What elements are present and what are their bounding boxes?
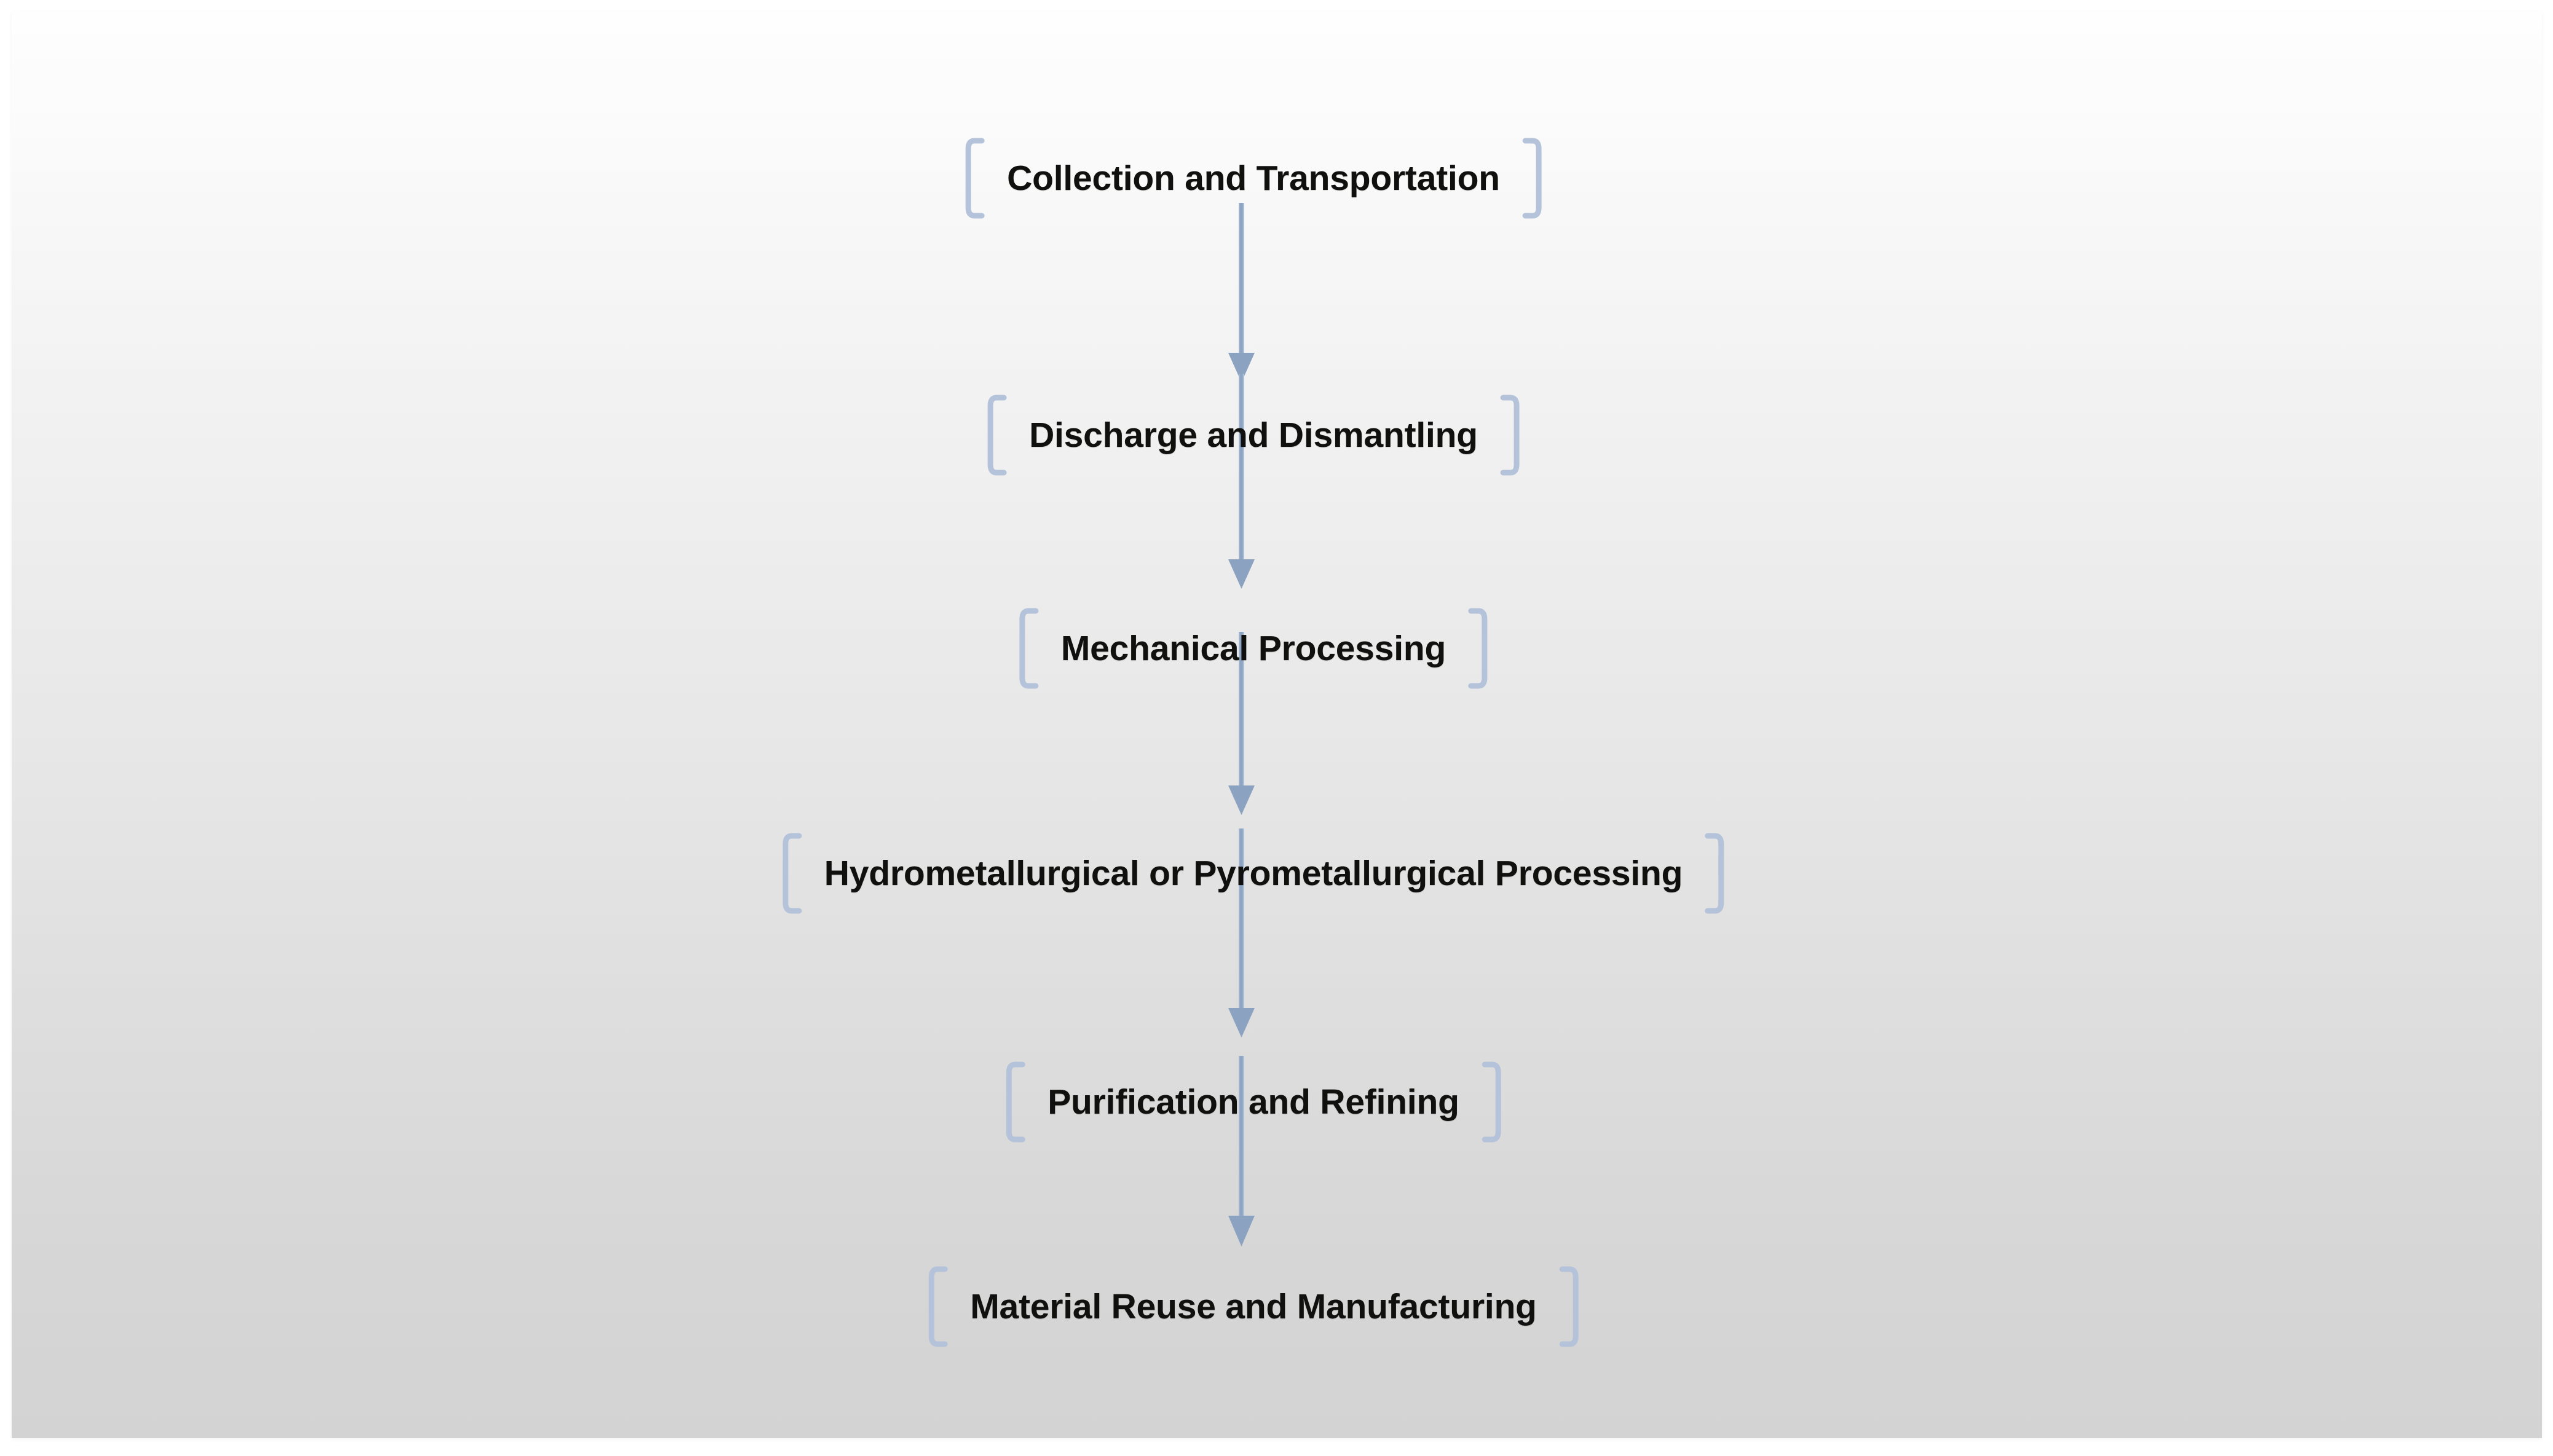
flow-node-purification-and-refining[interactable]: Purification and Refining: [1006, 1061, 1501, 1143]
bracket-right-icon: [1559, 1266, 1579, 1347]
bracket-right-icon: [1500, 395, 1520, 476]
flow-node-label: Material Reuse and Manufacturing: [970, 1286, 1537, 1326]
bracket-right-icon: [1705, 833, 1724, 914]
flow-node-discharge-and-dismantling[interactable]: Discharge and Dismantling: [987, 395, 1520, 476]
bracket-left-icon: [1006, 1061, 1025, 1143]
flow-node-label: Collection and Transportation: [1007, 158, 1500, 198]
diagram-canvas: Collection and Transportation Discharge …: [12, 11, 2542, 1438]
bracket-left-icon: [965, 138, 985, 219]
bracket-left-icon: [1019, 608, 1039, 689]
flow-node-label: Discharge and Dismantling: [1029, 415, 1478, 455]
flow-node-hydrometallurgical-or-pyrometallurgical-processing[interactable]: Hydrometallurgical or Pyrometallurgical …: [783, 833, 1724, 914]
bracket-left-icon: [783, 833, 802, 914]
connector-layer: [1228, 203, 1255, 1246]
flow-node-mechanical-processing[interactable]: Mechanical Processing: [1019, 608, 1488, 689]
bracket-left-icon: [928, 1266, 948, 1347]
bracket-left-icon: [987, 395, 1007, 476]
flow-node-material-reuse-and-manufacturing[interactable]: Material Reuse and Manufacturing: [928, 1266, 1579, 1347]
bracket-right-icon: [1482, 1061, 1501, 1143]
flow-node-label: Hydrometallurgical or Pyrometallurgical …: [824, 853, 1683, 893]
flowchart: Collection and Transportation Discharge …: [12, 11, 2542, 1438]
bracket-right-icon: [1522, 138, 1542, 219]
flow-node-collection-and-transportation[interactable]: Collection and Transportation: [965, 138, 1542, 219]
bracket-right-icon: [1468, 608, 1488, 689]
flow-node-label: Mechanical Processing: [1060, 628, 1446, 668]
connector-node1-node2: [1228, 203, 1255, 382]
flow-node-label: Purification and Refining: [1048, 1082, 1459, 1122]
